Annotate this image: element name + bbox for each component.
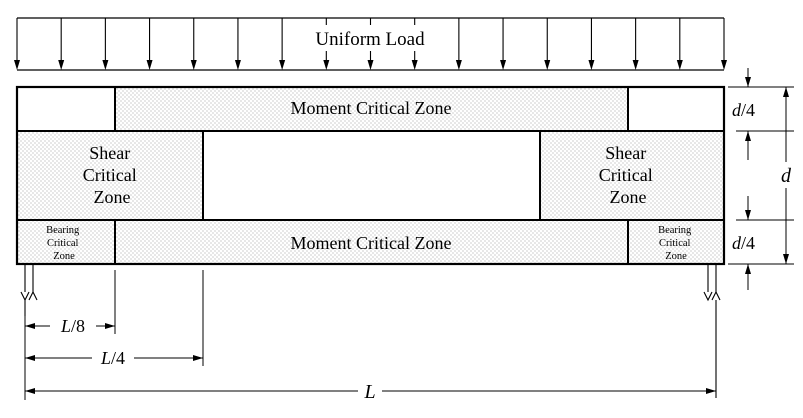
- load-arrow-head-icon: [367, 60, 374, 70]
- dim-l8-arrow-right: [105, 323, 115, 329]
- dim-l8-label: L/8: [60, 316, 85, 336]
- dim-d4bot-den: /4: [741, 233, 755, 253]
- load-arrow-head-icon: [721, 60, 727, 70]
- supports: [20, 264, 721, 398]
- moment-zone-bottom-fill: [115, 220, 628, 264]
- dim-d4top-arrow-b: [745, 131, 751, 141]
- beam: Moment Critical Zone Moment Critical Zon…: [15, 85, 726, 266]
- bearing-left-line-1: Bearing: [46, 225, 80, 236]
- dim-d4top-arrow-a: [745, 77, 751, 87]
- shear-left-line-3: Zone: [94, 187, 131, 207]
- dim-l4-arrow-right: [193, 355, 203, 361]
- dim-l-arrow-left: [25, 388, 35, 394]
- moment-zone-top-fill: [115, 87, 628, 131]
- dim-l4-var: L: [100, 348, 111, 368]
- dim-d4bot-arrow-b: [745, 264, 751, 274]
- dim-l-arrow-right: [706, 388, 716, 394]
- dim-d4bot-arrow-a: [745, 210, 751, 220]
- load-arrow-head-icon: [455, 60, 462, 70]
- load-arrow-head-icon: [411, 60, 418, 70]
- shear-zone-left-label: Shear Critical Zone: [83, 143, 141, 207]
- dim-d4top-den: /4: [741, 100, 755, 120]
- dim-l8-var: L: [60, 316, 71, 336]
- load-arrow-head-icon: [146, 60, 153, 70]
- dim-l-label: L: [363, 381, 375, 403]
- shear-right-line-1: Shear: [605, 143, 646, 163]
- beam-outline: [15, 85, 726, 266]
- dim-d4top-label: d/4: [732, 100, 755, 120]
- horizontal-dimensions: [24, 270, 716, 400]
- uniform-load: Uniform Load: [14, 17, 727, 71]
- bearing-left-line-3: Zone: [53, 251, 75, 262]
- support-right-break-icon: [703, 264, 721, 398]
- bearing-right-line-3: Zone: [665, 251, 687, 262]
- bearing-left-line-2: Critical: [47, 238, 79, 249]
- shear-zone-right-fill: [540, 131, 724, 220]
- vertical-dimensions: [728, 68, 794, 290]
- bearing-right-line-2: Critical: [659, 238, 691, 249]
- dim-l4-den: /4: [111, 348, 125, 368]
- dim-d-arrow-top: [783, 87, 789, 97]
- load-arrow-head-icon: [190, 60, 197, 70]
- moment-zone-bottom-label: Moment Critical Zone: [291, 233, 452, 253]
- load-arrow-head-icon: [544, 60, 551, 70]
- dim-d4bot-label: d/4: [732, 233, 755, 253]
- load-arrow-head-icon: [279, 60, 286, 70]
- bearing-zone-left-label: Bearing Critical Zone: [46, 225, 82, 262]
- load-label-bg: [302, 25, 438, 51]
- bearing-right-line-1: Bearing: [658, 225, 692, 236]
- moment-zone-top-label: Moment Critical Zone: [291, 98, 452, 118]
- bearing-zone-right-fill: [628, 220, 724, 264]
- dim-d-label: d: [781, 165, 792, 187]
- bearing-zone-right-label: Bearing Critical Zone: [658, 225, 694, 262]
- dim-d4bot-var: d: [732, 233, 742, 253]
- dim-l4-arrow-left: [25, 355, 35, 361]
- bearing-zone-left-fill: [17, 220, 115, 264]
- load-arrow-head-icon: [102, 60, 109, 70]
- dim-l8-den: /8: [71, 316, 85, 336]
- load-arrows: [14, 18, 727, 70]
- shear-left-line-1: Shear: [89, 143, 130, 163]
- shear-left-line-2: Critical: [83, 165, 137, 185]
- shear-right-line-3: Zone: [610, 187, 647, 207]
- load-arrow-head-icon: [676, 60, 683, 70]
- load-arrow-head-icon: [632, 60, 639, 70]
- load-arrow-head-icon: [14, 60, 20, 70]
- load-label: Uniform Load: [315, 29, 425, 50]
- shear-zone-right-label: Shear Critical Zone: [599, 143, 657, 207]
- dim-d4top-var: d: [732, 100, 742, 120]
- load-arrow-head-icon: [234, 60, 241, 70]
- shear-zone-left-fill: [17, 131, 203, 220]
- load-arrow-head-icon: [58, 60, 65, 70]
- shear-right-line-2: Critical: [599, 165, 653, 185]
- dim-d-arrow-bottom: [783, 254, 789, 264]
- load-arrow-head-icon: [323, 60, 330, 70]
- dim-l8-arrow-left: [25, 323, 35, 329]
- load-arrow-head-icon: [588, 60, 595, 70]
- load-arrow-head-icon: [500, 60, 507, 70]
- dim-l4-label: L/4: [100, 348, 125, 368]
- support-left-break-icon: [20, 264, 38, 316]
